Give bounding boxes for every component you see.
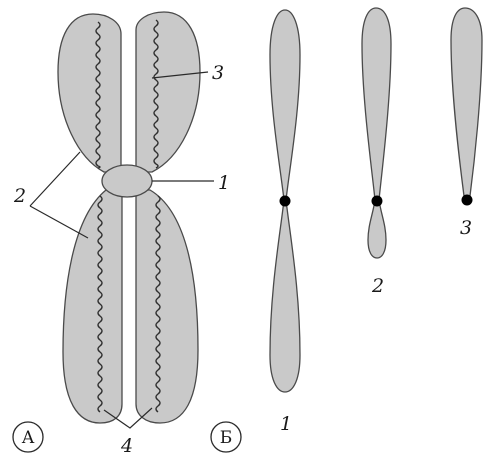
centromere-dot-3 bbox=[462, 195, 473, 206]
callout-2: 2 bbox=[13, 185, 26, 207]
callout-1: 1 bbox=[218, 172, 230, 194]
centromere-dot-2 bbox=[372, 196, 383, 207]
panel-b-label: Б bbox=[220, 428, 233, 448]
right-lower-arm bbox=[136, 190, 198, 423]
submetacentric-chromosome bbox=[362, 8, 391, 258]
callout-4: 4 bbox=[120, 435, 133, 457]
centromere bbox=[102, 165, 152, 197]
right-upper-arm bbox=[136, 12, 200, 172]
panel-a-chromosome: 1 3 2 4 А bbox=[13, 12, 230, 457]
type-1-number: 1 bbox=[280, 413, 292, 435]
type-3-number: 3 bbox=[460, 217, 472, 239]
type-2-number: 2 bbox=[371, 275, 384, 297]
centromere-dot-1 bbox=[280, 196, 291, 207]
left-upper-arm bbox=[58, 14, 121, 172]
leader-arm bbox=[30, 152, 88, 238]
callout-3: 3 bbox=[212, 62, 224, 84]
panel-b-types: 1 2 3 Б bbox=[211, 8, 482, 452]
left-lower-arm bbox=[63, 190, 122, 423]
panel-a-label: А bbox=[22, 428, 35, 448]
acrocentric-chromosome bbox=[451, 8, 482, 201]
